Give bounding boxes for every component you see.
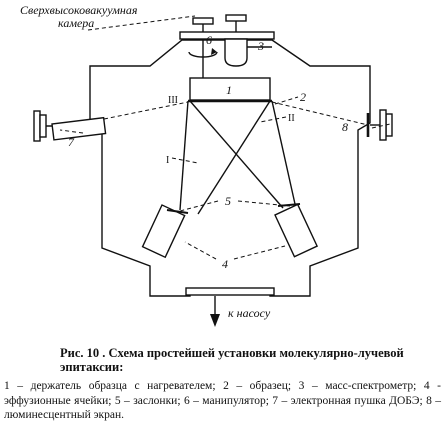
part-2-label: 2 bbox=[300, 90, 306, 104]
beam-label-1: I bbox=[166, 155, 169, 166]
mbe-setup-diagram: Сверхвысоковакуумная камера 1 2 3 4 5 6 … bbox=[20, 3, 393, 327]
top-flange bbox=[179, 31, 275, 40]
chamber-label-line1: Сверхвысоковакуумная bbox=[20, 3, 138, 17]
caption-title-text: Рис. 10 . Схема простейшей установки мол… bbox=[60, 346, 404, 374]
pump-label: к насосу bbox=[228, 306, 271, 320]
effusion-cell-left bbox=[141, 204, 186, 259]
part-7-label: 7 bbox=[68, 135, 75, 149]
part-1-label: 1 bbox=[226, 83, 232, 97]
part-4-label: 4 bbox=[222, 257, 228, 271]
shutter-left bbox=[166, 209, 189, 214]
beam-label-2: II bbox=[288, 113, 295, 124]
part-6-label: 6 bbox=[206, 33, 212, 47]
part-8-label: 8 bbox=[342, 120, 348, 134]
effusion-cell-right bbox=[274, 203, 319, 258]
beam-label-3: III bbox=[168, 95, 178, 106]
left-port-flange bbox=[33, 110, 41, 142]
figure-caption-legend: 1 – держатель образца с нагревателем; 2 … bbox=[4, 380, 441, 421]
figure-caption-title: Рис. 10 . Схема простейшей установки мол… bbox=[4, 346, 441, 374]
chamber-label-line2: камера bbox=[58, 16, 94, 30]
manipulator-knob bbox=[192, 17, 214, 25]
electron-gun bbox=[51, 116, 107, 141]
part-3-label: 3 bbox=[257, 39, 264, 53]
mass-spec-cap bbox=[225, 14, 247, 22]
pump-flange bbox=[185, 287, 275, 296]
part-5-label: 5 bbox=[225, 194, 231, 208]
mass-spectrometer bbox=[224, 38, 248, 67]
